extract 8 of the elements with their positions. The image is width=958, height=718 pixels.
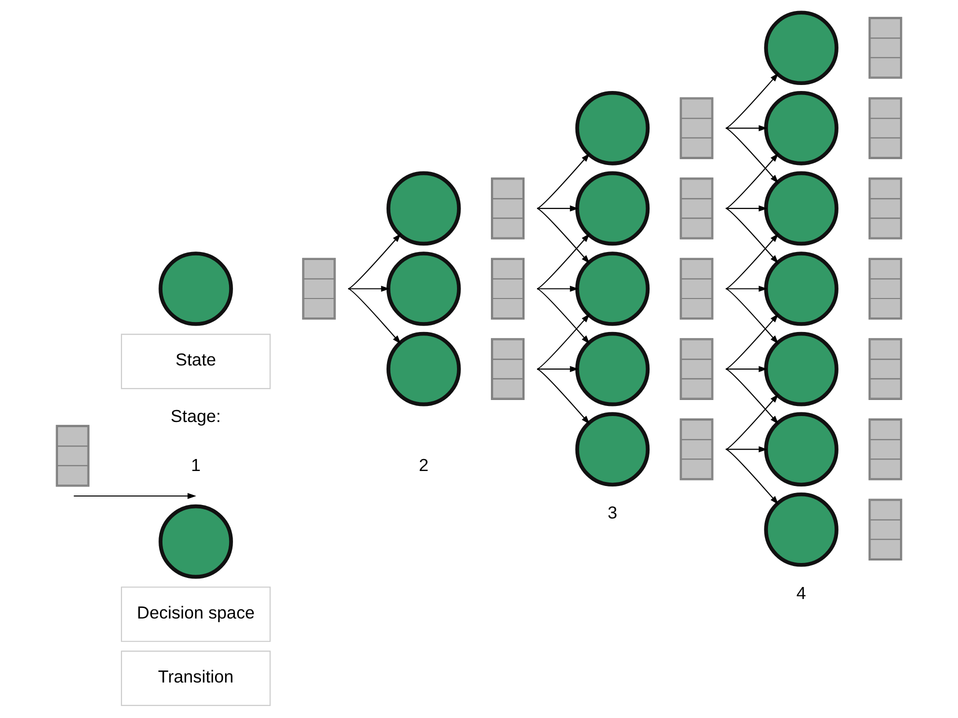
label: 1 [190,454,201,475]
label: Stage: [170,406,221,426]
legend-label: State [176,350,216,370]
label: 2 [418,454,428,475]
legend-label: Transition [158,666,234,686]
label: 4 [796,582,806,603]
label: 3 [608,502,618,523]
legend-label: Decision space [136,602,255,622]
